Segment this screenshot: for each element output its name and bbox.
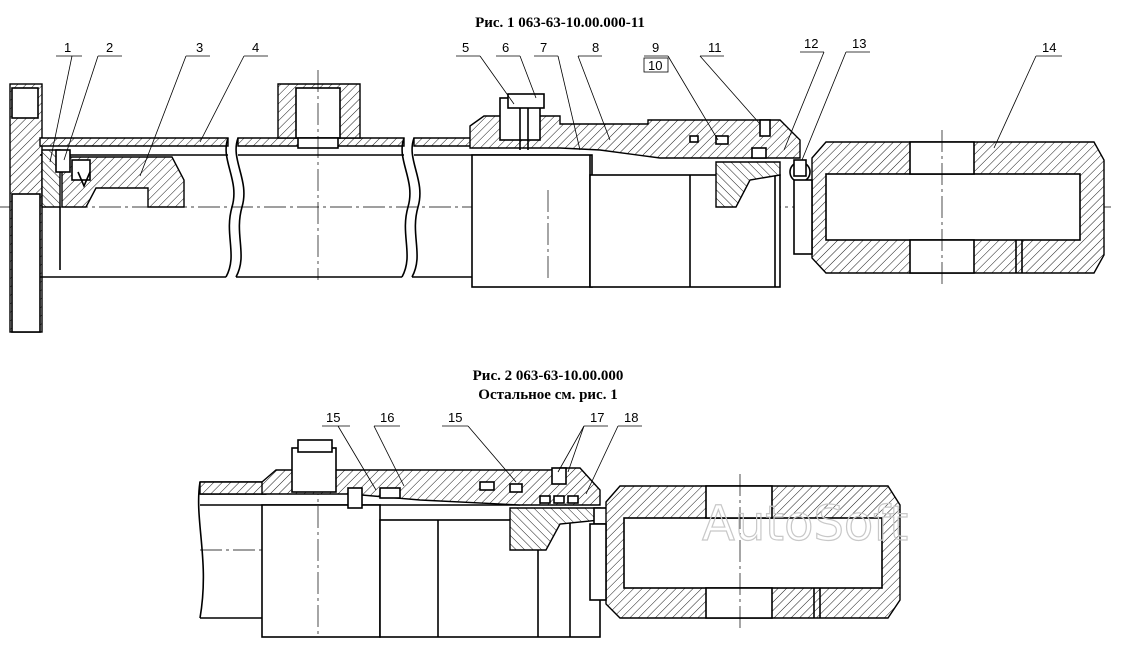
callout-16: 16 bbox=[380, 410, 394, 425]
figure-1: Рис. 1 063-63-10.00.000-11 bbox=[0, 15, 1112, 333]
fig1-gland bbox=[469, 93, 811, 208]
callout-1: 1 bbox=[64, 40, 71, 55]
fig1-left-flange bbox=[9, 83, 43, 333]
watermark: AutoSoft bbox=[702, 496, 908, 552]
fig2-rod-eye bbox=[589, 474, 901, 630]
callout-8: 8 bbox=[592, 40, 599, 55]
callout-18: 18 bbox=[624, 410, 638, 425]
callout-5: 5 bbox=[462, 40, 469, 55]
fig2-callouts: 15 16 15 17 18 bbox=[322, 410, 642, 495]
callout-7: 7 bbox=[540, 40, 547, 55]
callout-14: 14 bbox=[1042, 40, 1056, 55]
callout-9: 9 bbox=[652, 40, 659, 55]
fig1-piston bbox=[41, 149, 185, 270]
fig1-callouts: 1 2 3 4 5 6 7 8 9 10 11 12 13 1 bbox=[49, 36, 1062, 177]
callout-6: 6 bbox=[502, 40, 509, 55]
figure-2: Рис. 2 063-63-10.00.000 Остальное см. ри… bbox=[197, 368, 909, 638]
fig2-rod bbox=[261, 440, 601, 638]
callout-15b: 15 bbox=[448, 410, 462, 425]
callout-13: 13 bbox=[852, 36, 866, 51]
fig1-rod bbox=[471, 154, 781, 288]
fig1-top-port bbox=[277, 70, 361, 280]
figure-2-title: Рис. 2 063-63-10.00.000 bbox=[473, 368, 624, 384]
fig1-barrel bbox=[39, 137, 560, 278]
callout-2: 2 bbox=[106, 40, 113, 55]
callout-17: 17 bbox=[590, 410, 604, 425]
callout-3: 3 bbox=[196, 40, 203, 55]
fig1-rod-eye bbox=[793, 130, 1105, 285]
fig2-gland bbox=[261, 439, 609, 551]
figure-2-subtitle: Остальное см. рис. 1 bbox=[478, 387, 617, 403]
figure-1-title: Рис. 1 063-63-10.00.000-11 bbox=[475, 15, 645, 31]
callout-12: 12 bbox=[804, 36, 818, 51]
callout-10: 10 bbox=[648, 58, 662, 73]
callout-11: 11 bbox=[708, 40, 722, 55]
callout-15a: 15 bbox=[326, 410, 340, 425]
callout-4: 4 bbox=[252, 40, 259, 55]
